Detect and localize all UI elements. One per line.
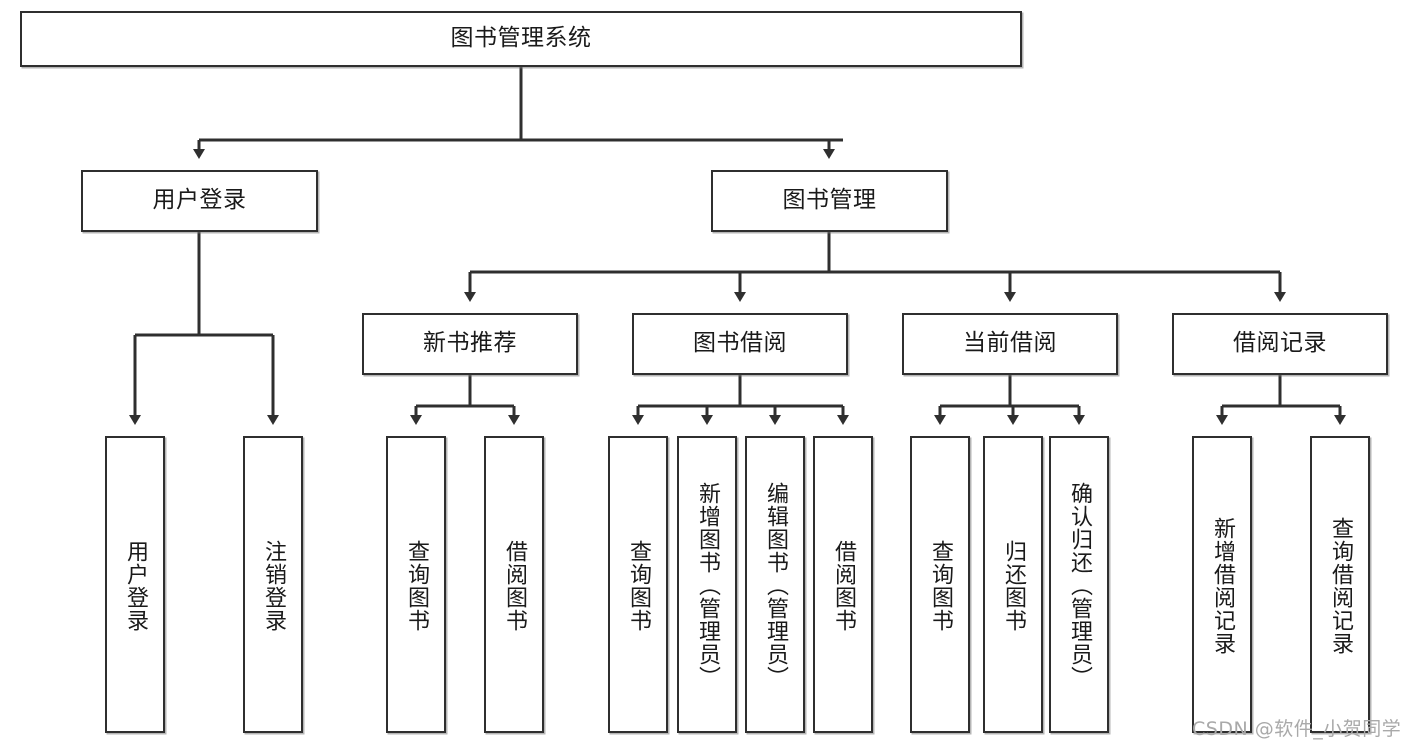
node-leaf-borrow-lend-label: 借阅图书 [830, 539, 856, 632]
node-leaf-user-logout[interactable]: 注销登录 [243, 436, 303, 733]
node-book-manage[interactable]: 图书管理 [711, 170, 948, 232]
node-borrow-record[interactable]: 借阅记录 [1172, 313, 1388, 375]
node-leaf-borrow-query-label: 查询图书 [625, 539, 651, 632]
node-leaf-rec-query[interactable]: 查询图书 [386, 436, 446, 733]
node-leaf-rec-borrow-label: 借阅图书 [501, 539, 527, 632]
node-current-borrow[interactable]: 当前借阅 [902, 313, 1118, 375]
node-leaf-cur-confirm[interactable]: 确认归还（管理员） [1049, 436, 1109, 733]
node-leaf-borrow-lend[interactable]: 借阅图书 [813, 436, 873, 733]
node-user-login[interactable]: 用户登录 [81, 170, 318, 232]
node-book-manage-label: 图书管理 [782, 187, 877, 214]
node-leaf-cur-return-label: 归还图书 [1000, 539, 1026, 632]
node-leaf-rec-borrow[interactable]: 借阅图书 [484, 436, 544, 733]
node-leaf-cur-confirm-label: 确认归还（管理员） [1066, 482, 1092, 689]
node-leaf-user-logout-label: 注销登录 [260, 539, 286, 632]
node-root-label: 图书管理系统 [450, 25, 592, 52]
node-user-login-label: 用户登录 [152, 187, 247, 214]
node-new-book-rec[interactable]: 新书推荐 [362, 313, 578, 375]
node-book-borrow-label: 图书借阅 [693, 330, 787, 357]
node-leaf-rec-add[interactable]: 新增借阅记录 [1192, 436, 1252, 733]
node-leaf-rec-add-label: 新增借阅记录 [1209, 516, 1235, 655]
node-new-book-rec-label: 新书推荐 [423, 330, 517, 357]
csdn-watermark: CSDN @软件_小贺同学 [1192, 718, 1402, 740]
node-leaf-borrow-add[interactable]: 新增图书（管理员） [677, 436, 737, 733]
node-leaf-rec-search-label: 查询借阅记录 [1327, 516, 1353, 655]
node-leaf-rec-query-label: 查询图书 [403, 539, 429, 632]
node-leaf-cur-query[interactable]: 查询图书 [910, 436, 970, 733]
node-borrow-record-label: 借阅记录 [1233, 330, 1327, 357]
node-leaf-borrow-edit[interactable]: 编辑图书（管理员） [745, 436, 805, 733]
node-leaf-borrow-edit-label: 编辑图书（管理员） [762, 482, 788, 689]
node-root[interactable]: 图书管理系统 [20, 11, 1022, 67]
node-leaf-borrow-add-label: 新增图书（管理员） [694, 482, 720, 689]
node-leaf-borrow-query[interactable]: 查询图书 [608, 436, 668, 733]
node-current-borrow-label: 当前借阅 [963, 330, 1057, 357]
node-leaf-rec-search[interactable]: 查询借阅记录 [1310, 436, 1370, 733]
node-leaf-cur-return[interactable]: 归还图书 [983, 436, 1043, 733]
node-leaf-cur-query-label: 查询图书 [927, 539, 953, 632]
node-leaf-user-login[interactable]: 用户登录 [105, 436, 165, 733]
node-book-borrow[interactable]: 图书借阅 [632, 313, 848, 375]
node-leaf-user-login-label: 用户登录 [122, 539, 148, 632]
